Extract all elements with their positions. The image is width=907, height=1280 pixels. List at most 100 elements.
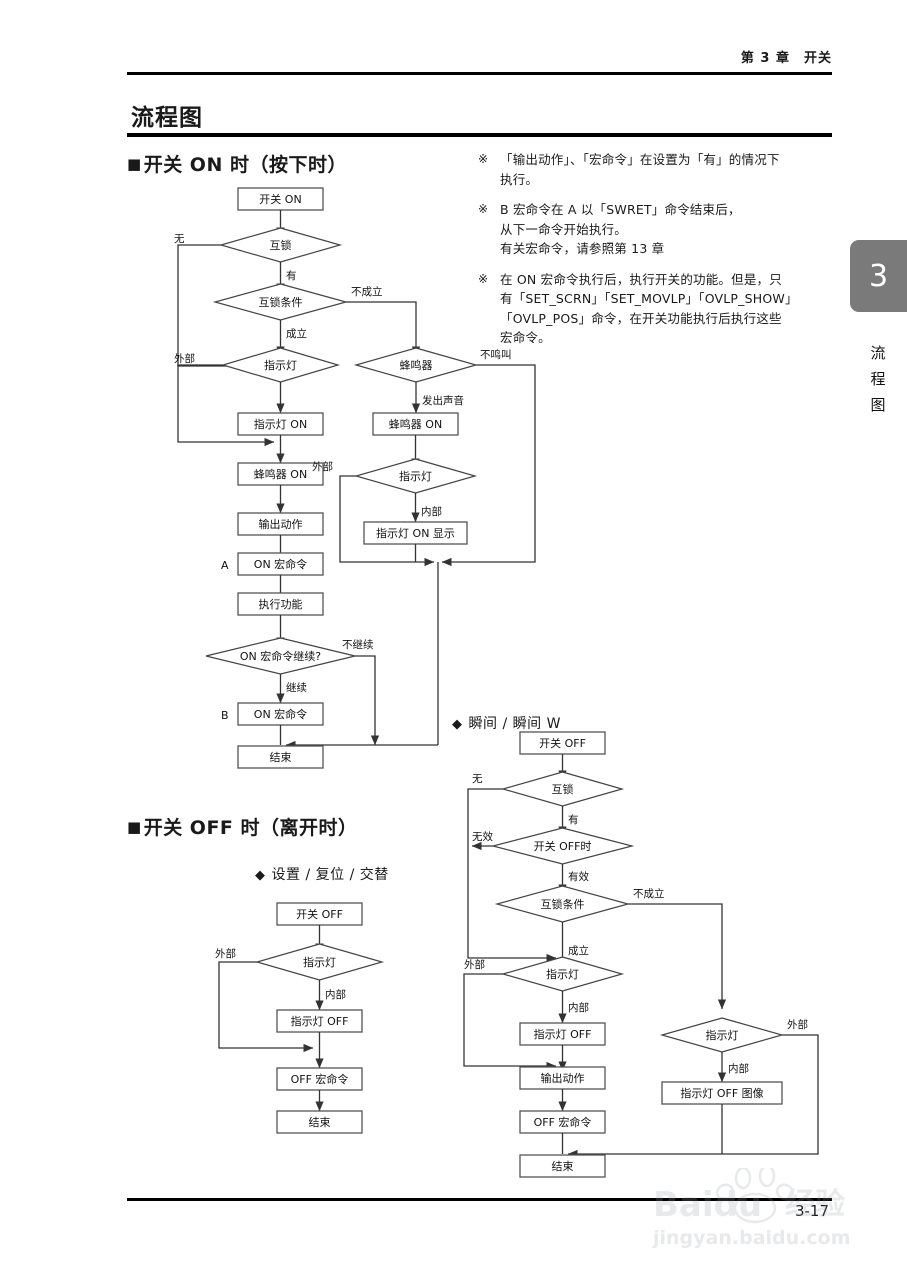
node-interlock-label: 互锁	[552, 782, 574, 796]
header-divider	[127, 72, 832, 75]
note-line: 「输出动作」、「宏命令」在设置为「有」的情况下	[500, 152, 780, 167]
node-output-action-label: 输出动作	[541, 1071, 585, 1085]
edge-label-none: 无	[174, 233, 185, 245]
node-off-macro-label: OFF 宏命令	[291, 1072, 349, 1086]
note-item: ※ 「输出动作」、「宏命令」在设置为「有」的情况下 执行。	[478, 150, 828, 189]
note-star-icon: ※	[478, 202, 489, 216]
subsection-heading-set-reset-alt: ◆ 设置 / 复位 / 交替	[255, 864, 389, 884]
page-header-chapter: 第 3 章 开关	[740, 51, 832, 66]
note-line: B 宏命令在 A 以「SWRET」命令结束后，	[500, 202, 741, 217]
node-end	[237, 745, 324, 769]
edge-label-external-right: 外部	[312, 460, 333, 473]
chapter-tab-label: 流 程 图	[858, 340, 898, 418]
subsection-heading-momentary: ◆瞬间 / 瞬间 W	[452, 713, 561, 733]
edge-label-valid: 成立	[568, 944, 589, 957]
edge-no-sound-bypass	[444, 364, 536, 563]
node-on-macro-b-label: ON 宏命令	[254, 707, 307, 721]
node-start-label: 开关 ON	[259, 192, 301, 206]
edge-label-internal: 内部	[421, 505, 442, 518]
edge-label-has: 有	[286, 269, 297, 282]
edge-label-internal: 内部	[325, 988, 346, 1001]
node-lamp-right-label: 指示灯	[399, 469, 432, 483]
node-start-label: 开关 OFF	[539, 736, 586, 750]
edge-label-internal: 内部	[568, 1001, 589, 1014]
edge-label-effective: 有效	[568, 870, 589, 883]
node-end-label: 结束	[270, 751, 292, 764]
node-switch-off-time-label: 开关 OFF时	[534, 839, 592, 853]
node-end-label: 结束	[552, 1160, 574, 1173]
baidu-watermark: Baidu 经验 jingyan.baidu.com	[652, 1168, 851, 1249]
chapter-tab-label-char: 图	[870, 396, 886, 414]
notes-block: ※ 「输出动作」、「宏命令」在设置为「有」的情况下 执行。 ※ B 宏命令在 A…	[478, 150, 828, 359]
footer-page-number: 3-17	[794, 1202, 829, 1220]
edge-not-continue	[355, 655, 376, 722]
node-lamp-on-disp-label: 指示灯 ON 显示	[376, 526, 455, 540]
section-marker-diamond: ◆	[452, 717, 463, 732]
watermark-brand: Baidu	[653, 1185, 762, 1225]
flowchart-switch-on: 开关 ON 互锁 无 有 互锁条件 不成立 成立 指示灯 外部 指示灯 ON 蜂…	[174, 187, 536, 769]
edge-label-make-sound: 发出声音	[422, 394, 464, 407]
edge-external-bypass	[463, 973, 557, 1071]
node-lamp-right-label: 指示灯	[706, 1028, 739, 1042]
node-lamp-off-label: 指示灯 OFF	[291, 1014, 349, 1028]
edge-invalid-to-lamp-right	[628, 903, 727, 1010]
edge-label-external: 外部	[464, 958, 485, 971]
node-start-label: 开关 OFF	[296, 907, 343, 921]
node-lamp-off-img-label: 指示灯 OFF 图像	[680, 1086, 763, 1100]
edge-external-bypass	[218, 961, 314, 1053]
section-heading-switch-on-label: 开关 ON 时（按下时）	[143, 154, 347, 176]
node-output-action-label: 输出动作	[259, 517, 303, 531]
edge-label-not-continue: 不继续	[342, 638, 374, 651]
node-buzzer-on-right-label: 蜂鸣器 ON	[389, 417, 442, 431]
node-buzzer-label: 蜂鸣器	[400, 358, 433, 372]
edge-label-external-right: 外部	[787, 1018, 808, 1031]
edge-invalid-to-buzzer	[346, 301, 421, 357]
edge-external-bypass	[177, 364, 275, 447]
section-marker-square: ■	[127, 818, 142, 836]
edge-label-internal-right: 内部	[728, 1062, 749, 1075]
chapter-tab-label-char: 流	[870, 344, 886, 362]
node-macro-continue-label: ON 宏命令继续?	[240, 649, 321, 663]
chapter-tab-label-char: 程	[870, 370, 886, 388]
note-line: 在 ON 宏命令执行后，执行开关的功能。但是，只	[500, 271, 782, 287]
note-line: 从下一命令开始执行。	[500, 221, 628, 237]
node-lamp-left-label: 指示灯	[264, 358, 297, 372]
edge-label-valid: 成立	[286, 327, 307, 340]
subsection-heading-set-reset-alt-label: 设置 / 复位 / 交替	[271, 867, 389, 883]
node-lamp-on-label: 指示灯 ON	[254, 417, 307, 431]
note-line: 有「SET_SCRN」「SET_MOVLP」「OVLP_SHOW」	[500, 291, 798, 306]
edge-none-bypass	[467, 788, 557, 963]
watermark-url: jingyan.baidu.com	[652, 1227, 851, 1249]
edge-label-external: 外部	[174, 352, 195, 365]
note-line: 有关宏命令，请参照第 13 章	[500, 241, 665, 256]
section-marker-square: ■	[127, 155, 142, 173]
edge-label-external: 外部	[215, 947, 236, 960]
page-title: 流程图	[131, 105, 203, 131]
node-exec-func-label: 执行功能	[259, 597, 303, 611]
note-star-icon: ※	[478, 152, 489, 166]
node-end	[519, 1154, 606, 1178]
section-marker-diamond: ◆	[255, 868, 266, 883]
edge-label-no-sound: 不鸣叫	[480, 348, 512, 361]
marker-a: A	[221, 559, 229, 572]
chapter-tab-number: 3	[868, 258, 889, 294]
edge-label-none: 无	[472, 773, 483, 785]
section-heading-switch-on: ■开关 ON 时（按下时）	[127, 150, 347, 177]
edge-external-right-bypass	[567, 1034, 819, 1159]
node-interlock-label: 互锁	[270, 238, 292, 252]
note-line: 宏命令。	[500, 330, 551, 345]
node-buzzer-on-left-label: 蜂鸣器 ON	[254, 467, 307, 481]
note-line: 执行。	[500, 171, 539, 187]
node-lamp-label: 指示灯	[546, 967, 579, 981]
marker-b: B	[221, 709, 229, 722]
footer-divider	[127, 1198, 832, 1201]
chapter-tab: 3	[850, 240, 907, 312]
note-item: ※ B 宏命令在 A 以「SWRET」命令结束后， 从下一命令开始执行。 有关宏…	[478, 200, 828, 259]
node-lamp-label: 指示灯	[303, 955, 336, 969]
section-heading-switch-off-label: 开关 OFF 时（离开时）	[143, 817, 358, 839]
node-interlock-cond-label: 互锁条件	[541, 897, 585, 911]
edge-label-invalid: 不成立	[351, 285, 383, 298]
node-on-macro-a-label: ON 宏命令	[254, 557, 307, 571]
node-off-macro-label: OFF 宏命令	[534, 1115, 592, 1129]
